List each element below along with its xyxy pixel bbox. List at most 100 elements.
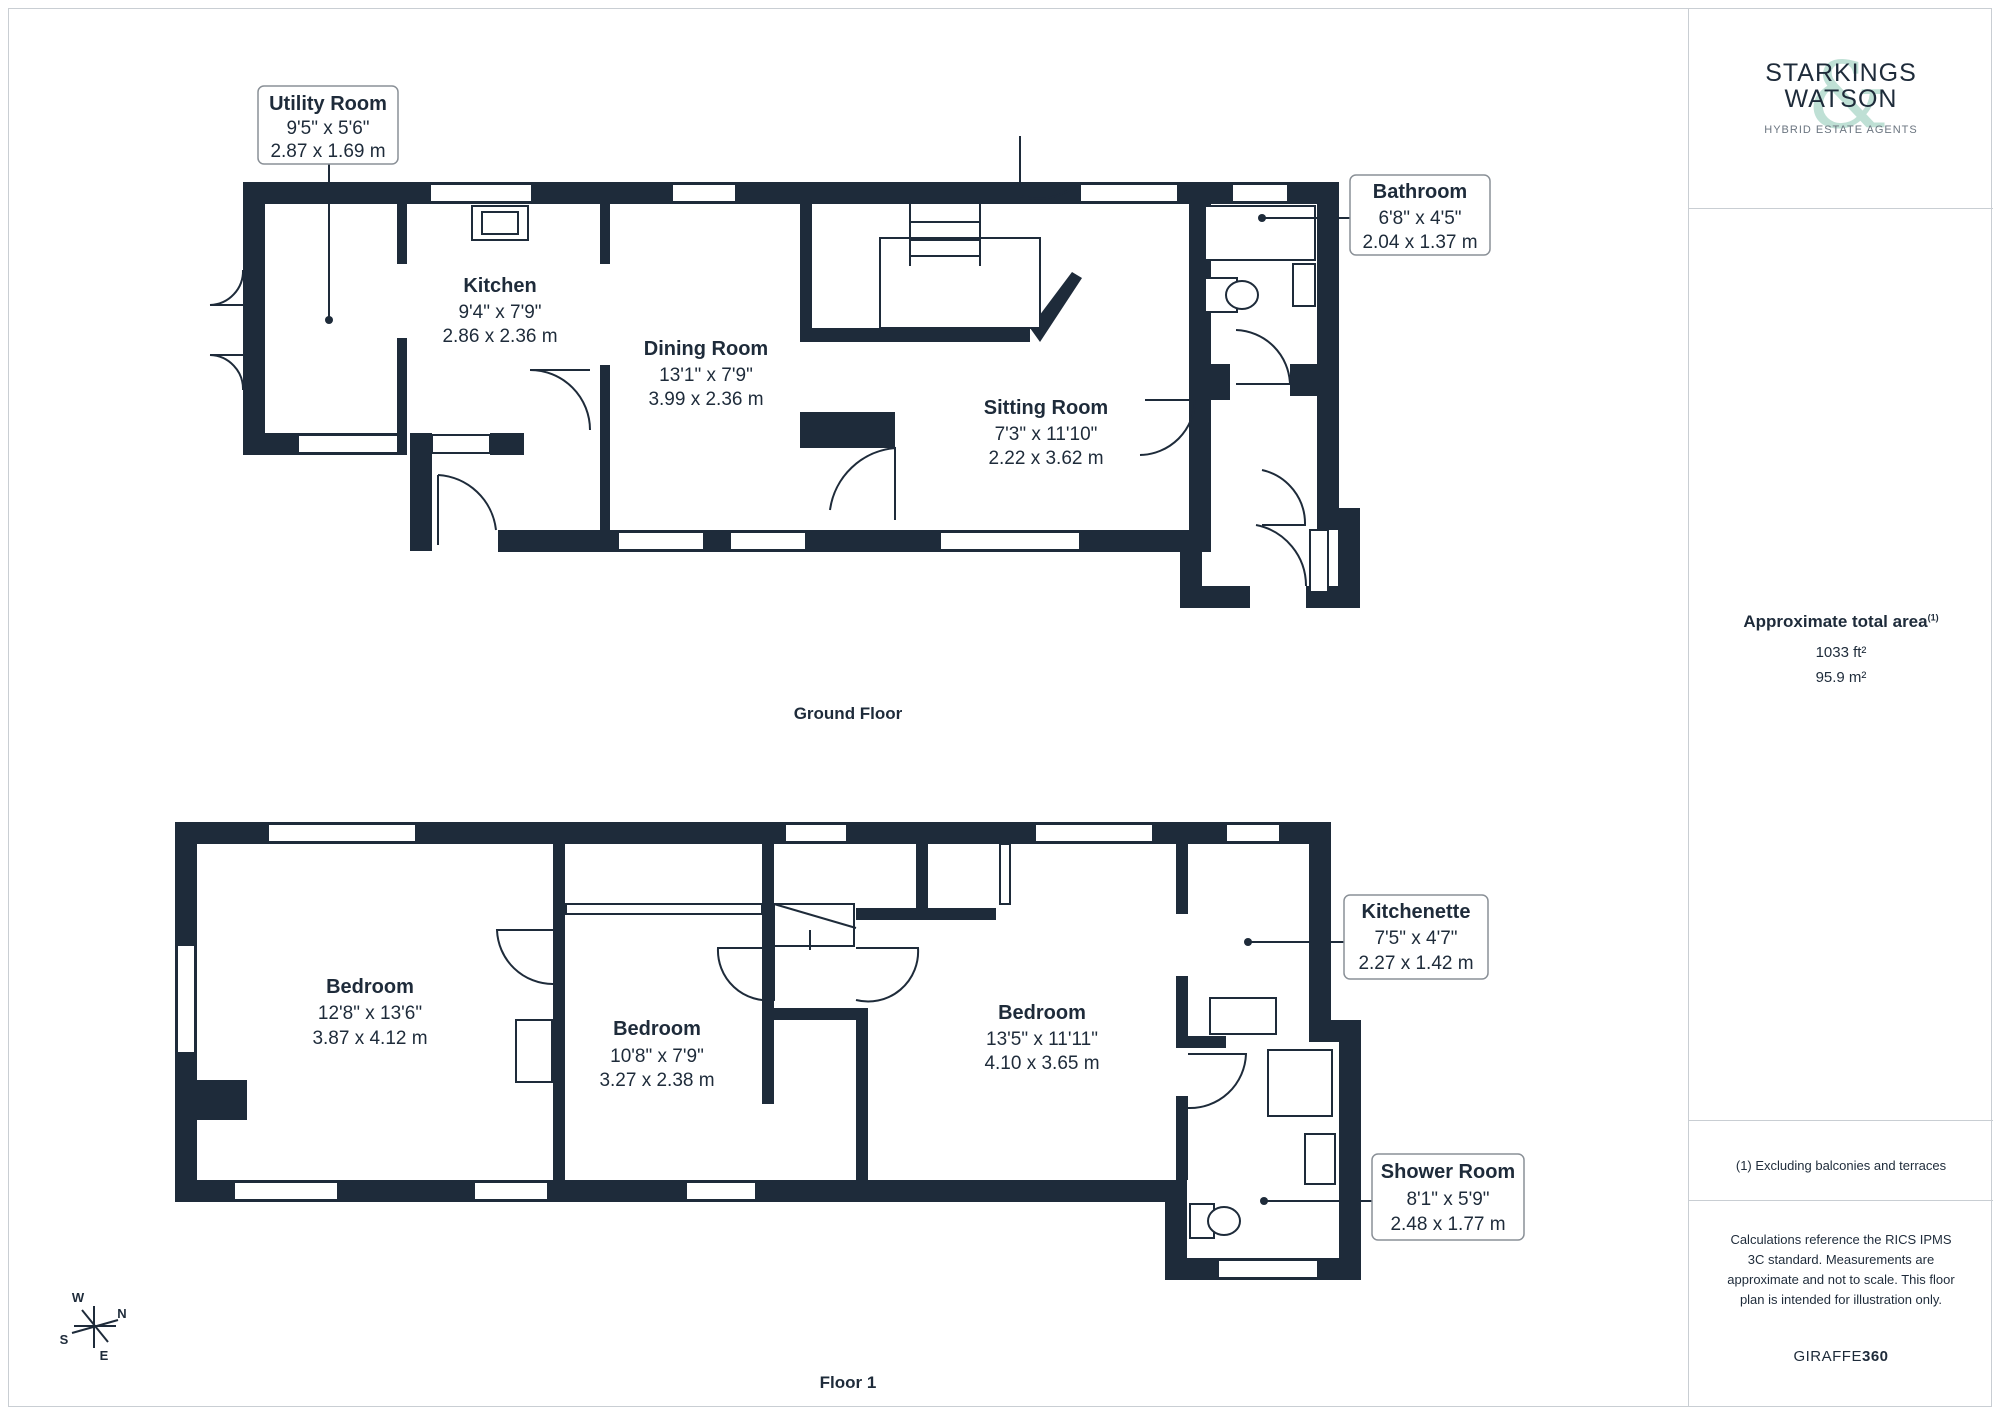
wall [1338, 508, 1360, 608]
divider [1689, 1120, 1993, 1121]
floor-plan: Utility Room 9'5" x 5'6" 2.87 x 1.69 m K… [60, 85, 1525, 1392]
room-imperial: 9'4" x 7'9" [458, 302, 541, 323]
door [1187, 1053, 1248, 1110]
door [1139, 399, 1197, 456]
wall [490, 433, 524, 455]
window [671, 183, 737, 203]
room-metric: 2.86 x 2.36 m [442, 326, 557, 347]
room-name: Kitchen [463, 275, 536, 297]
door [1019, 136, 1076, 200]
window [1079, 183, 1179, 203]
room-name: Bedroom [998, 1002, 1086, 1024]
wall [856, 1008, 868, 1180]
callout-box [257, 85, 399, 165]
sink [515, 1019, 553, 1083]
door [716, 947, 775, 1002]
room-metric: 2.22 x 3.62 m [988, 448, 1103, 469]
area-heading-text: Approximate total area [1743, 612, 1928, 631]
room-imperial: 9'5" x 5'6" [286, 118, 369, 139]
callout-dot [1244, 938, 1252, 946]
room-imperial: 10'8" x 7'9" [610, 1046, 704, 1067]
window [1217, 1259, 1319, 1279]
ground-floor-fixtures [471, 204, 1316, 329]
room-name: Bedroom [326, 976, 414, 998]
area-sqm: 95.9 m² [1815, 669, 1867, 686]
toilet-bowl [1225, 280, 1259, 310]
window [1034, 823, 1154, 843]
wall [600, 204, 610, 264]
divider [1689, 1200, 1993, 1201]
room-metric: 3.87 x 4.12 m [312, 1028, 427, 1049]
wall [1309, 822, 1331, 1042]
first-floor-fixtures [515, 843, 1336, 1239]
wardrobe [565, 903, 763, 915]
room-label-bedroom-2: Bedroom 10'8" x 7'9" 3.27 x 2.38 m [599, 1018, 714, 1091]
room-metric: 2.87 x 1.69 m [270, 141, 385, 162]
room-label-shower-room: Shower Room 8'1" x 5'9" 2.48 x 1.77 m [1371, 1153, 1525, 1241]
sink [1209, 997, 1277, 1035]
room-name: Kitchenette [1362, 901, 1471, 923]
wall [1030, 272, 1082, 342]
wall [1193, 364, 1230, 400]
door [1235, 329, 1292, 385]
credit-light: GIRAFFE [1793, 1348, 1862, 1365]
wall [397, 204, 407, 264]
wall [1176, 844, 1188, 914]
area-heading: Approximate total area(1) [1689, 612, 1993, 632]
wall [916, 844, 928, 914]
floor-label-first: Floor 1 [820, 1373, 877, 1392]
divider [1689, 208, 1993, 209]
compass-e: E [100, 1348, 109, 1363]
shower [1267, 1049, 1333, 1117]
wall [410, 433, 432, 551]
room-metric: 3.27 x 2.38 m [599, 1070, 714, 1091]
compass-w: W [72, 1290, 85, 1305]
wall [762, 1008, 868, 1020]
door [829, 446, 896, 520]
room-label-bathroom: Bathroom 6'8" x 4'5" 2.04 x 1.37 m [1349, 174, 1491, 256]
window [1225, 823, 1281, 843]
wall [175, 1180, 1175, 1202]
toilet-bowl [1207, 1206, 1241, 1236]
compass-n: N [117, 1306, 126, 1321]
window [297, 434, 399, 454]
sink-basin [481, 211, 519, 235]
door [1261, 469, 1307, 526]
wall [800, 412, 895, 448]
wall [1180, 586, 1250, 608]
stair-line [773, 903, 857, 929]
wall [1165, 1180, 1187, 1280]
room-name: Bedroom [613, 1018, 701, 1040]
callout-box [1343, 894, 1489, 980]
wall [553, 844, 565, 1180]
wall [1176, 976, 1188, 1036]
area-footnote-marker: (1) [1927, 612, 1939, 623]
staircase [879, 237, 1041, 329]
wall [762, 844, 774, 1104]
wall [1196, 204, 1205, 366]
room-name: Sitting Room [984, 397, 1108, 419]
bath [1204, 205, 1316, 261]
first-floor-windows [176, 823, 1319, 1279]
compass: W N S E [60, 1290, 127, 1363]
wall [397, 338, 407, 455]
room-label-utility-room: Utility Room 9'5" x 5'6" 2.87 x 1.69 m [257, 85, 399, 165]
door [529, 369, 591, 431]
room-imperial: 8'1" x 5'9" [1406, 1189, 1489, 1210]
room-name: Dining Room [644, 338, 768, 360]
sidebar: & STARKINGS WATSON HYBRID ESTATE AGENTS … [1688, 8, 1993, 1407]
wall [1317, 182, 1339, 527]
room-label-sitting-room: Sitting Room 7'3" x 11'10" 2.22 x 3.62 m [984, 397, 1108, 469]
giraffe360-credit: GIRAFFE360 [1689, 1348, 1993, 1365]
wall [800, 204, 812, 334]
disclaimer: Calculations reference the RICS IPMS 3C … [1727, 1232, 1955, 1307]
brand-logo: & STARKINGS WATSON HYBRID ESTATE AGENTS [1689, 50, 1993, 142]
window [267, 823, 417, 843]
door [1255, 524, 1308, 587]
ground-floor-windows [297, 183, 1329, 593]
wall [498, 530, 1188, 552]
brand-line-2: WATSON [1784, 85, 1898, 113]
room-imperial: 13'5" x 11'11" [986, 1029, 1098, 1050]
door [437, 474, 497, 545]
basin [1304, 1133, 1336, 1185]
